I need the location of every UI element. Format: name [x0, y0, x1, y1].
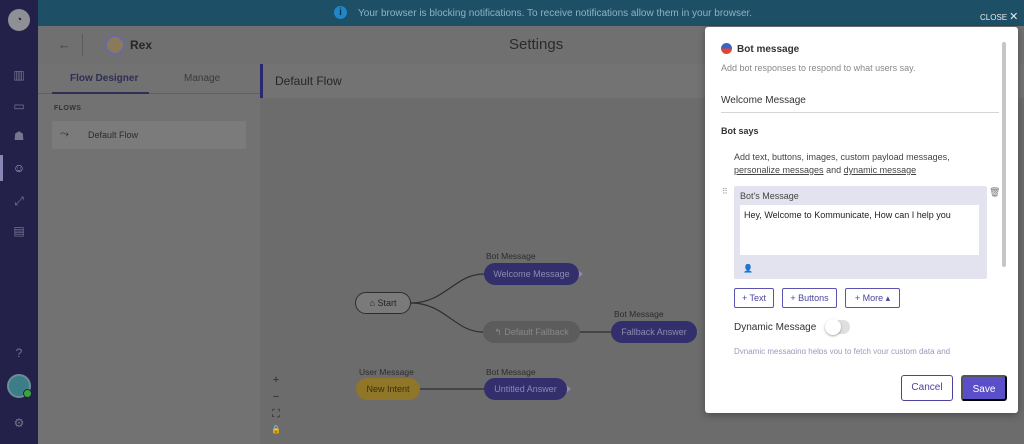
- close-icon: ✕: [1009, 11, 1019, 23]
- modal-title: Bot message: [721, 43, 799, 55]
- toggle-knob: [825, 319, 841, 335]
- lock-icon[interactable]: 🔒: [271, 425, 281, 434]
- dashboard-icon[interactable]: ▥: [13, 68, 25, 82]
- back-arrow-icon[interactable]: ←: [58, 37, 71, 52]
- help-text: Add text, buttons, images, custom payloa…: [734, 152, 950, 162]
- tab-bar: Flow Designer Manage: [38, 64, 260, 94]
- flow-connectors: [410, 270, 698, 393]
- flow-branch-icon: ⤳: [60, 128, 69, 140]
- divider: [82, 34, 83, 56]
- modal-title-text: Bot message: [737, 44, 800, 55]
- flow-item-label: Default Flow: [88, 130, 139, 140]
- fallback-answer-caption: Bot Message: [614, 309, 664, 319]
- zoom-out-icon[interactable]: −: [272, 391, 280, 403]
- drag-handle-icon[interactable]: ⠿: [722, 187, 728, 196]
- fallback-answer-node[interactable]: Fallback Answer: [611, 321, 697, 343]
- active-tab-underline: [52, 92, 149, 94]
- default-fallback-node[interactable]: ↰ Default Fallback: [483, 321, 580, 343]
- dynamic-message-toggle[interactable]: [825, 319, 850, 335]
- modal-subtitle: Add bot responses to respond to what use…: [721, 63, 916, 73]
- bot-message-input[interactable]: [740, 205, 979, 255]
- add-more-button[interactable]: + More ▴: [845, 288, 900, 308]
- add-text-button[interactable]: + Text: [734, 288, 774, 308]
- welcome-node-caption: Bot Message: [486, 251, 536, 261]
- help-icon[interactable]: ?: [15, 346, 23, 360]
- users-icon[interactable]: ☗: [13, 129, 25, 143]
- bot-says-label: Bot says: [721, 126, 759, 136]
- tab-manage[interactable]: Manage: [184, 73, 221, 84]
- online-status-dot: [23, 389, 32, 398]
- cancel-button[interactable]: Cancel: [901, 375, 953, 401]
- add-buttons-button[interactable]: + Buttons: [782, 288, 837, 308]
- dynamic-message-description: Dynamic messaging helps you to fetch you…: [734, 347, 951, 354]
- settings-gear-icon[interactable]: ⚙: [13, 416, 25, 430]
- left-panel: Flow Designer Manage FLOWS ⤳ Default Flo…: [38, 64, 260, 444]
- reports-icon[interactable]: ▤: [13, 224, 25, 238]
- bot-icon[interactable]: ☺: [12, 161, 26, 175]
- welcome-message-node[interactable]: Welcome Message: [484, 263, 579, 285]
- user-avatar[interactable]: [7, 374, 32, 398]
- personalize-user-icon[interactable]: 👤: [743, 264, 753, 273]
- close-button[interactable]: CLOSE✕: [980, 10, 1018, 23]
- new-intent-caption: User Message: [359, 367, 414, 377]
- help-and: and: [823, 165, 844, 175]
- close-label: CLOSE: [980, 13, 1008, 22]
- new-intent-node[interactable]: New Intent: [356, 378, 420, 400]
- home-icon: ⌂: [369, 298, 375, 308]
- untitled-answer-node[interactable]: Untitled Answer: [484, 378, 567, 400]
- bot-says-help: Add text, buttons, images, custom payloa…: [734, 151, 994, 177]
- integrations-icon[interactable]: ⤢: [14, 194, 24, 208]
- tab-flow-designer[interactable]: Flow Designer: [70, 73, 139, 84]
- icon-rail: ◔ ▥ ▭ ☗ ☺ ⤢ ▤ ? ⚙: [0, 0, 38, 444]
- start-node[interactable]: ⌂ Start: [355, 292, 411, 314]
- save-button[interactable]: Save: [961, 375, 1007, 401]
- conversations-icon[interactable]: ▭: [13, 99, 25, 113]
- bot-message-modal: Bot message Add bot responses to respond…: [705, 27, 1018, 413]
- kommunicate-logo-icon[interactable]: ◔: [8, 9, 30, 31]
- info-icon: i: [334, 6, 347, 19]
- intent-name-field[interactable]: Welcome Message: [721, 95, 806, 106]
- rail-active-indicator: [0, 155, 3, 181]
- notification-text: Your browser is blocking notifications. …: [358, 8, 753, 19]
- start-node-label: Start: [377, 298, 397, 308]
- dynamic-message-link[interactable]: dynamic message: [843, 165, 917, 175]
- dynamic-message-label: Dynamic Message: [734, 322, 817, 333]
- intent-name-underline: [721, 112, 999, 113]
- zoom-controls: + − ⛶ 🔒: [268, 374, 284, 442]
- page-title: Settings: [509, 36, 564, 53]
- flow-item-default-flow[interactable]: ⤳ Default Flow: [52, 121, 246, 149]
- zoom-in-icon[interactable]: +: [272, 374, 280, 386]
- flows-section-label: FLOWS: [54, 105, 82, 112]
- bot-avatar: [105, 35, 125, 55]
- modal-scrollbar[interactable]: [1002, 42, 1006, 267]
- fallback-arrow-icon: ↰: [494, 327, 502, 337]
- delete-trash-icon[interactable]: 🗑: [989, 187, 1001, 197]
- personalize-messages-link[interactable]: personalize messages: [734, 165, 824, 175]
- bot-message-box: Bot's Message 👤: [734, 186, 987, 279]
- fallback-node-label: Default Fallback: [504, 327, 569, 337]
- bot-name: Rex: [130, 38, 153, 52]
- message-box-label: Bot's Message: [740, 191, 799, 201]
- bot-message-icon: [721, 43, 732, 54]
- notification-banner: i Your browser is blocking notifications…: [38, 0, 1024, 26]
- untitled-answer-caption: Bot Message: [486, 367, 536, 377]
- flow-title: Default Flow: [275, 74, 342, 88]
- fit-view-icon[interactable]: ⛶: [272, 408, 280, 420]
